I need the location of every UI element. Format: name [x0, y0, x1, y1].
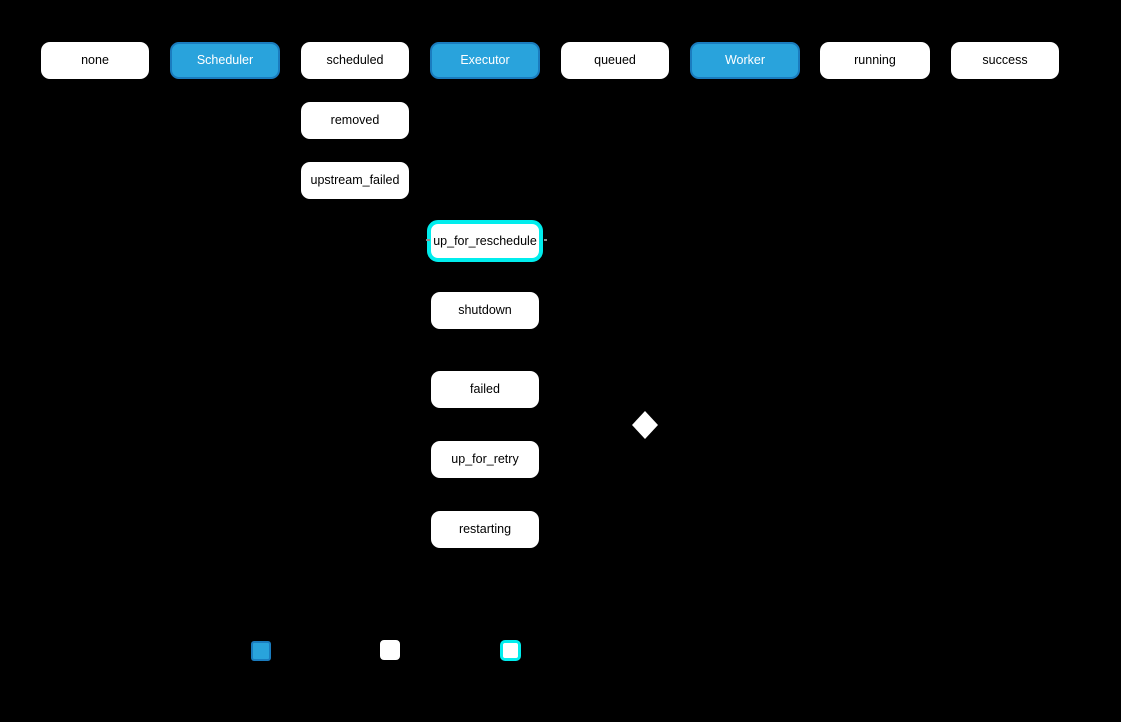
node-scheduler: Scheduler	[170, 42, 280, 79]
legend-state-swatch	[380, 640, 400, 660]
arrow-tick	[426, 239, 430, 241]
node-queued: queued	[561, 42, 669, 79]
node-shutdown: shutdown	[431, 292, 539, 329]
node-worker: Worker	[690, 42, 800, 79]
node-none: none	[41, 42, 149, 79]
node-scheduled: scheduled	[301, 42, 409, 79]
node-removed: removed	[301, 102, 409, 139]
node-executor: Executor	[430, 42, 540, 79]
node-running: running	[820, 42, 930, 79]
node-restarting: restarting	[431, 511, 539, 548]
arrow-tick	[544, 239, 547, 241]
node-upstream_failed: upstream_failed	[301, 162, 409, 199]
legend-highlighted-state-swatch	[500, 640, 521, 661]
node-failed: failed	[431, 371, 539, 408]
legend-process-swatch	[251, 641, 271, 661]
node-success: success	[951, 42, 1059, 79]
decision-diamond-icon	[632, 411, 658, 439]
node-up_for_reschedule: up_for_reschedule	[427, 220, 543, 262]
node-up_for_retry: up_for_retry	[431, 441, 539, 478]
